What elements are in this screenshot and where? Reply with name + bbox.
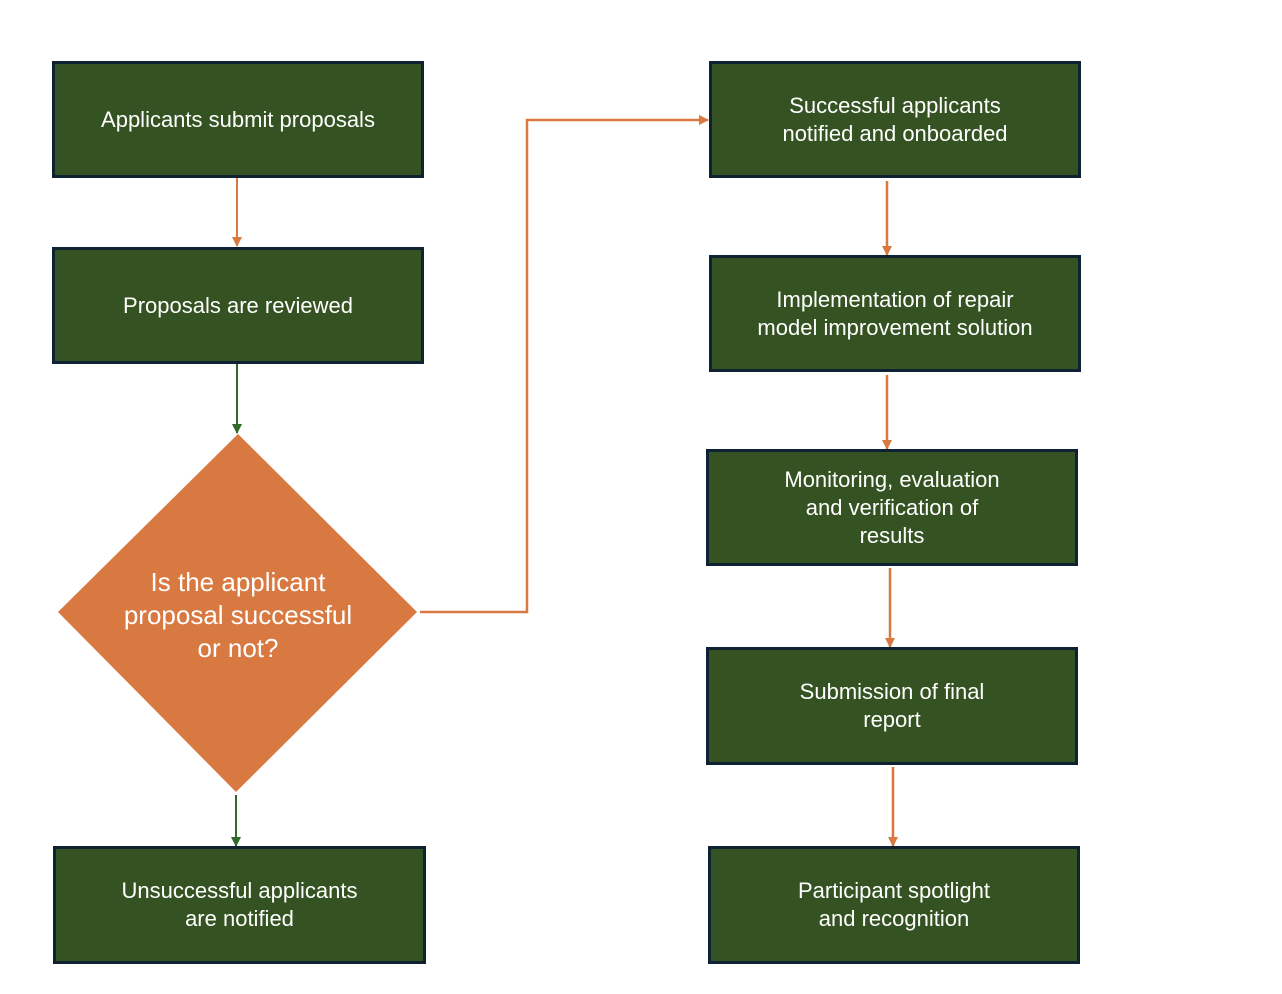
node-implementation-of-solution: Implementation of repair model improveme…	[709, 255, 1081, 372]
node-monitoring-evaluation: Monitoring, evaluation and verification …	[706, 449, 1078, 566]
node-applicants-submit-proposals: Applicants submit proposals	[52, 61, 424, 178]
node-proposals-reviewed: Proposals are reviewed	[52, 247, 424, 364]
arrow-decision-to-successful	[420, 115, 709, 614]
decision-label: Is the applicant proposal successful or …	[123, 566, 353, 663]
node-successful-applicants-onboarded: Successful applicants notified and onboa…	[709, 61, 1081, 178]
node-unsuccessful-applicants-notified: Unsuccessful applicants are notified	[53, 846, 426, 964]
node-final-report-submission: Submission of final report	[706, 647, 1078, 765]
node-participant-spotlight: Participant spotlight and recognition	[708, 846, 1080, 964]
